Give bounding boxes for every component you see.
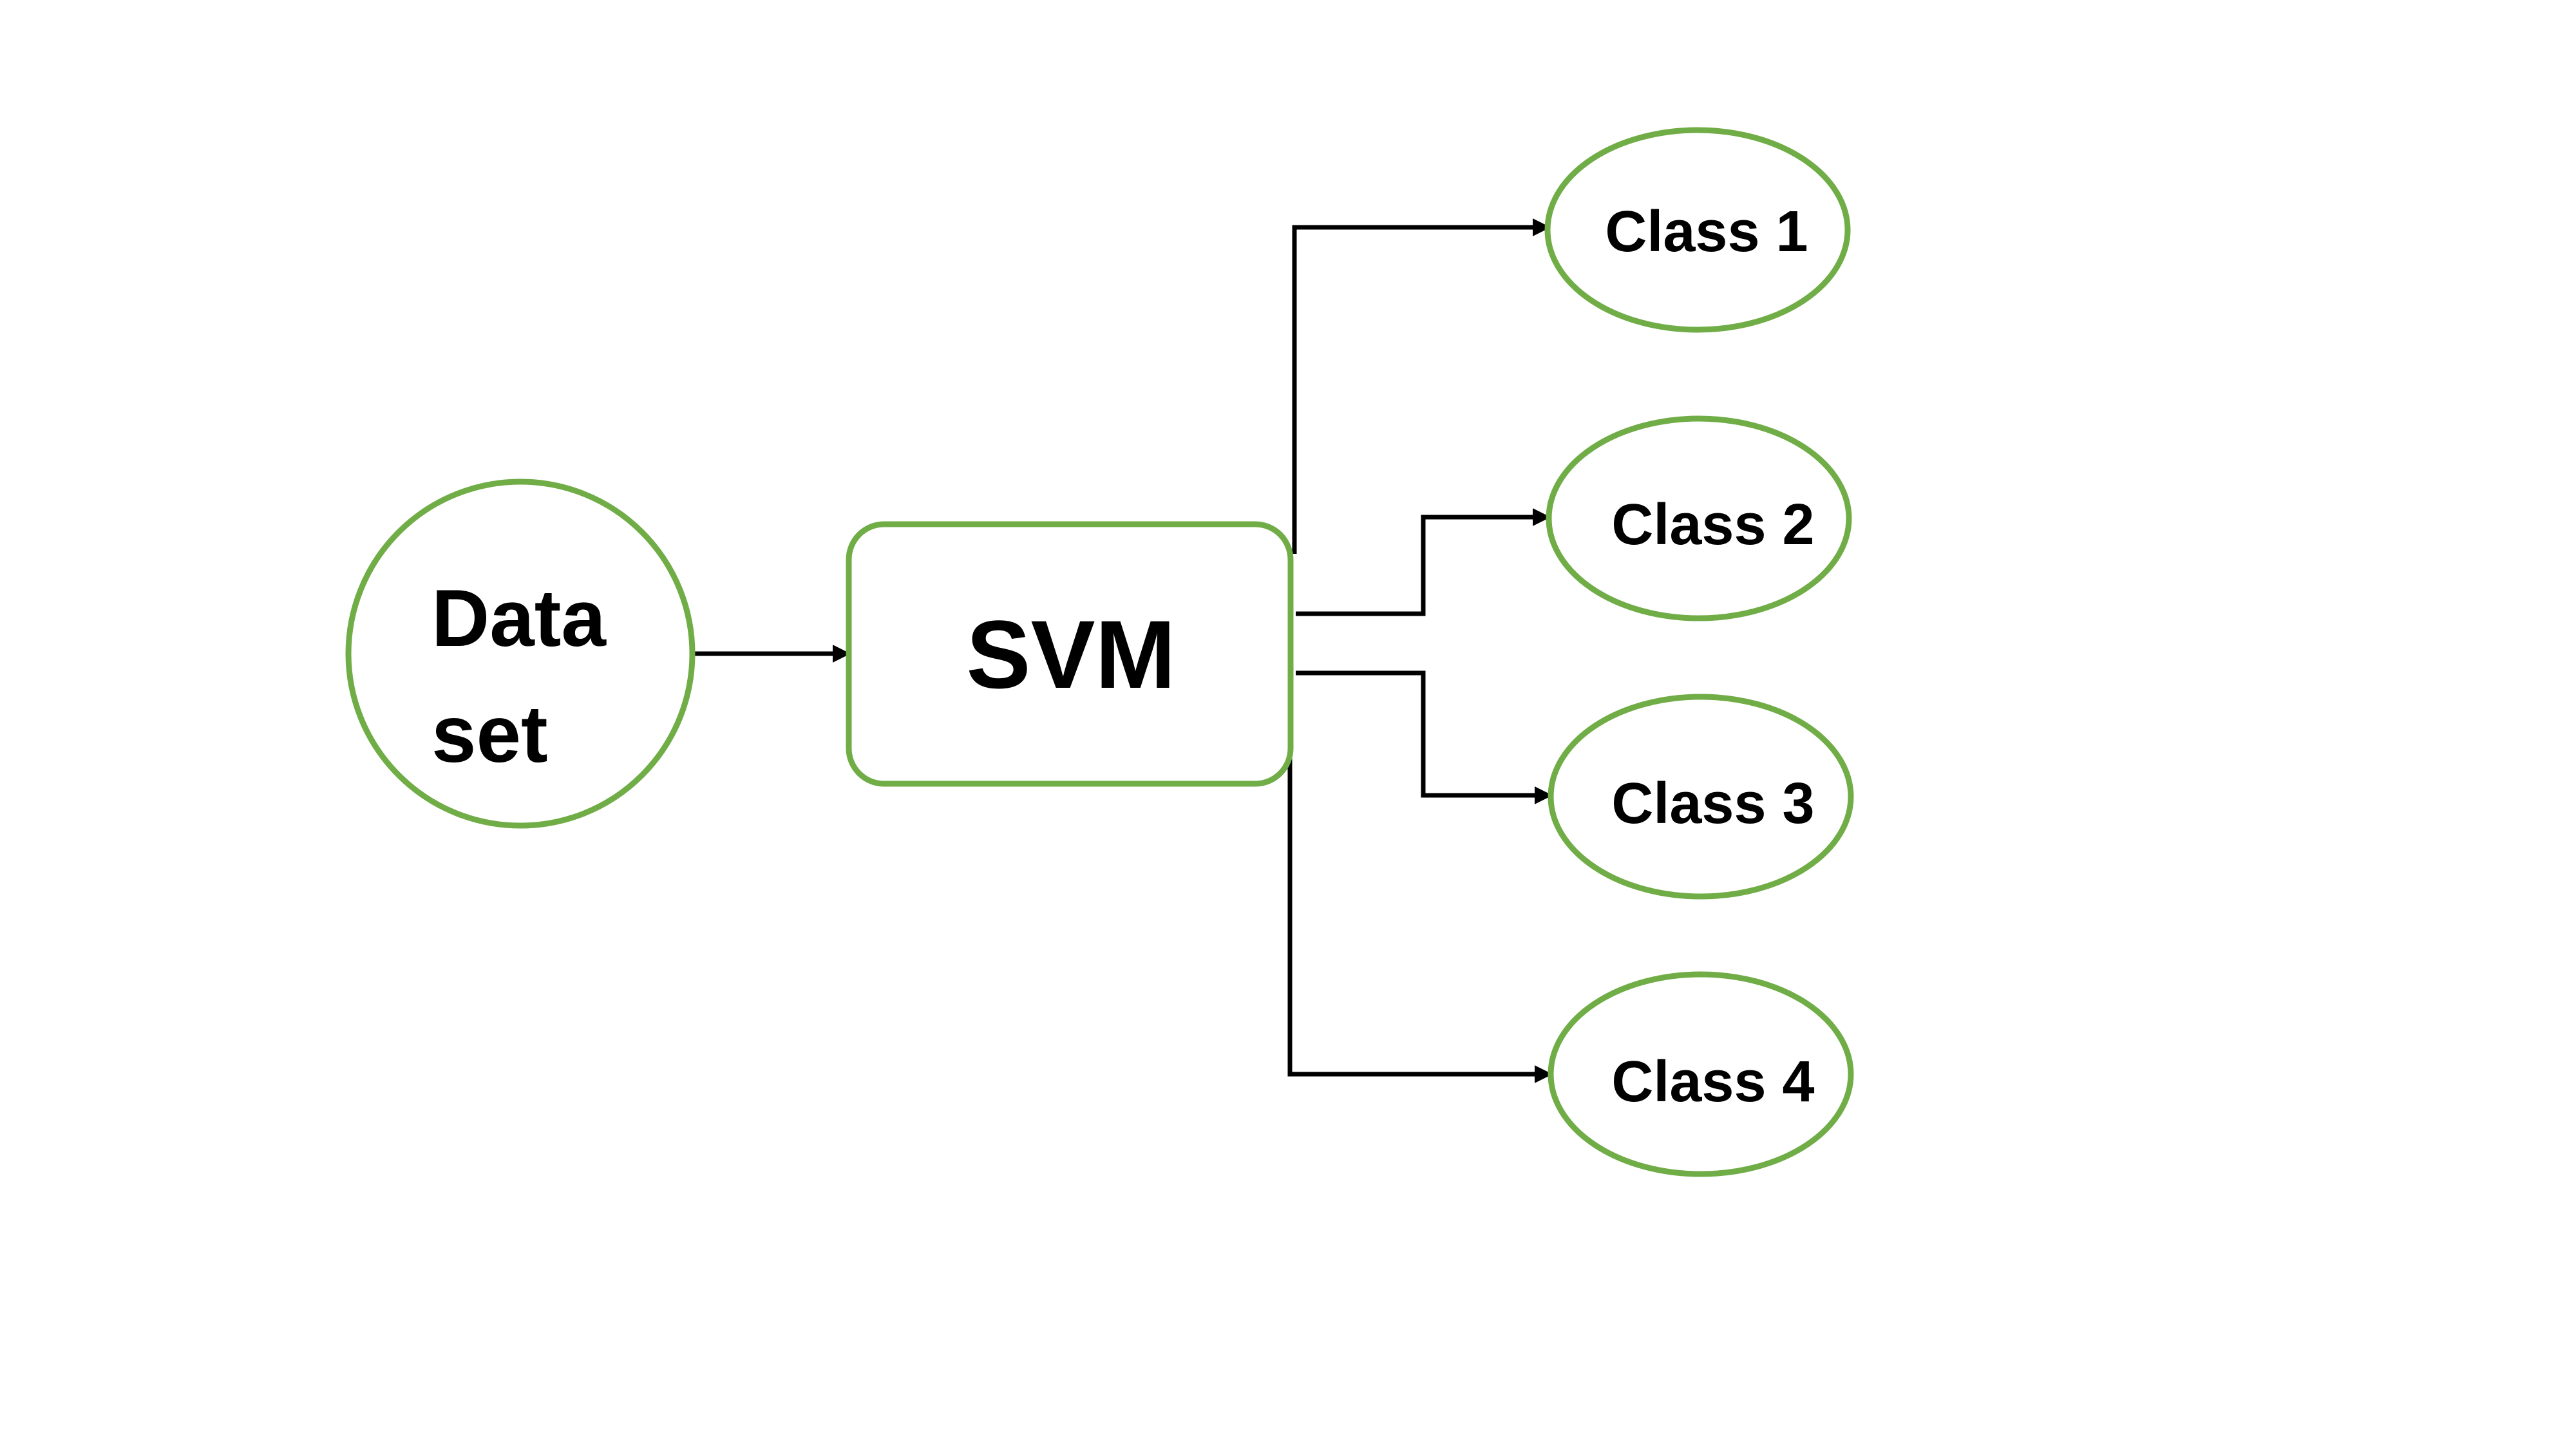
edge-svm-to-class-4 — [1287, 734, 1553, 1083]
class-1-label: Class 1 — [1605, 200, 1808, 264]
node-class-3: Class 3 — [1548, 694, 1854, 900]
class-3-ellipse — [1548, 694, 1854, 900]
edge-svm-to-class-3 — [1296, 670, 1553, 804]
svm-label: SVM — [966, 600, 1175, 708]
class-1-ellipse — [1544, 127, 1851, 333]
class-2-label: Class 2 — [1611, 493, 1814, 557]
dataset-label-line-1: Data — [431, 574, 607, 663]
connectors — [691, 218, 1553, 1083]
class-4-label: Class 4 — [1611, 1050, 1814, 1114]
class-4-ellipse — [1548, 971, 1854, 1177]
class-3-label: Class 3 — [1611, 772, 1814, 836]
node-svm: SVM — [846, 521, 1294, 787]
node-class-1: Class 1 — [1544, 127, 1851, 333]
edge-svm-to-class-2 — [1296, 508, 1551, 616]
node-dataset: Data set — [345, 478, 696, 829]
dataset-circle — [345, 478, 696, 829]
node-class-4: Class 4 — [1548, 971, 1854, 1177]
node-class-2: Class 2 — [1546, 415, 1852, 621]
class-2-ellipse — [1546, 415, 1852, 621]
edge-svm-to-class-1 — [1292, 218, 1551, 554]
svm-box — [846, 521, 1294, 787]
dataset-label-line-2: set — [431, 690, 548, 779]
